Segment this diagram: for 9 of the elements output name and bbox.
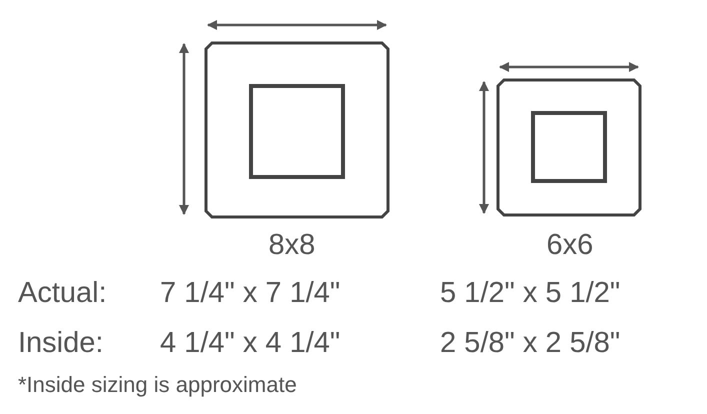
dimension-value: 4 1/4" x 4 1/4" [160,326,340,360]
size-label: 6x6 [546,228,594,262]
row-label: Actual: [18,276,107,310]
footnote: *Inside sizing is approximate [18,372,297,398]
size-label: 8x8 [268,228,316,262]
dimension-value: 5 1/2" x 5 1/2" [440,276,620,310]
dimension-value: 2 5/8" x 2 5/8" [440,326,620,360]
row-label: Inside: [18,326,104,360]
dimension-value: 7 1/4" x 7 1/4" [160,276,340,310]
